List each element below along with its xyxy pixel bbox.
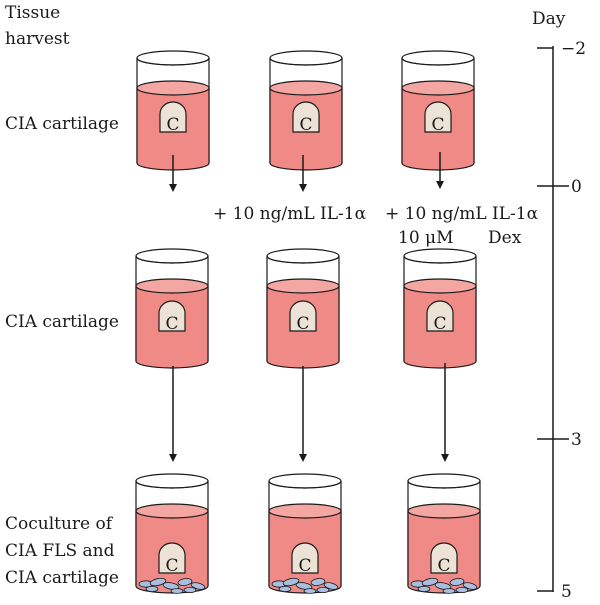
explant-icon: C — [158, 542, 186, 576]
explant-label: C — [431, 115, 444, 135]
beaker-row3-col2: C — [268, 473, 342, 594]
explant-icon: C — [430, 542, 458, 576]
explant-label: C — [437, 556, 450, 576]
beaker-row3-col1: C — [135, 473, 209, 594]
timeline-label-3: 3 — [571, 430, 582, 450]
treatment-il1-col3: + 10 ng/mL IL-1α — [385, 204, 539, 224]
explant-icon: C — [291, 542, 319, 576]
row2-label: CIA cartilage — [5, 312, 119, 332]
explant-label: C — [165, 314, 178, 334]
treatment-dex-label: Dex — [488, 228, 522, 248]
beaker-row1-col3: C — [401, 50, 475, 171]
explant-label: C — [298, 556, 311, 576]
tissue-harvest-label: Tissue harvest — [5, 3, 70, 49]
timeline-title: Day — [532, 9, 566, 29]
explant-label: C — [165, 556, 178, 576]
timeline-label-minus2: −2 — [561, 39, 586, 59]
beaker-row2-col3: C — [403, 248, 477, 369]
explant-label: C — [433, 314, 446, 334]
beaker-row2-col1: C — [135, 248, 209, 369]
explant-icon: C — [426, 300, 454, 334]
beaker-row1-col2: C — [269, 50, 343, 171]
explant-icon: C — [158, 300, 186, 334]
treatment-dex-amount: 10 μM — [398, 228, 454, 248]
treatment-il1-col2: + 10 ng/mL IL-1α — [213, 204, 367, 224]
coculture-label: Coculture of CIA FLS and CIA cartilage — [5, 514, 120, 588]
explant-icon: C — [424, 101, 452, 135]
explant-icon: C — [159, 101, 187, 135]
beaker-row1-col1: C — [136, 50, 210, 171]
beaker-row2-col2: C — [266, 248, 340, 369]
timeline-label-0: 0 — [571, 177, 582, 197]
explant-label: C — [296, 314, 309, 334]
explant-icon: C — [289, 300, 317, 334]
explant-icon: C — [292, 101, 320, 135]
row1-label: CIA cartilage — [5, 114, 119, 134]
explant-label: C — [166, 115, 179, 135]
beaker-row3-col3: C — [407, 473, 481, 594]
explant-label: C — [299, 115, 312, 135]
timeline-label-5: 5 — [561, 582, 572, 602]
